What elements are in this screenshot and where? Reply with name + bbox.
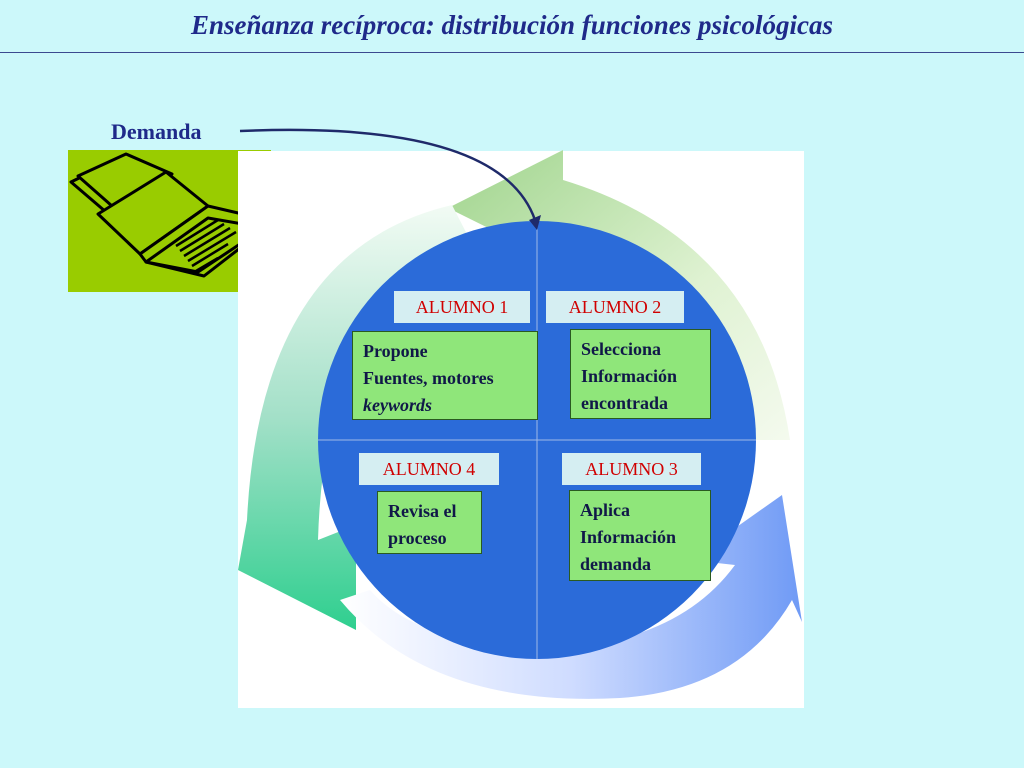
task-line: encontrada [581,393,668,413]
task-line: Aplica [580,500,631,520]
task-box-alumno-2: Selecciona Información encontrada [570,329,711,419]
demand-arrowhead [529,215,541,230]
task-line: Selecciona [581,339,661,359]
cycle-arrow-bottom [340,495,802,699]
role-label-alumno-2: ALUMNO 2 [546,291,684,323]
role-label-alumno-3: ALUMNO 3 [562,453,701,485]
task-line: keywords [363,395,432,415]
demand-arrow [239,128,537,221]
folder-document-icon [68,150,271,292]
slide-title: Enseñanza recíproca: distribución funcio… [190,10,834,40]
task-line: Información [580,527,676,547]
cycle-arrow-left [238,205,470,630]
title-divider [0,52,1024,53]
task-box-alumno-3: Aplica Información demanda [569,490,711,581]
task-line: proceso [388,528,447,548]
task-box-alumno-1: Propone Fuentes, motores keywords [352,331,538,420]
task-line: Revisa el [388,501,457,521]
task-line: Propone [363,341,428,361]
role-label-alumno-1: ALUMNO 1 [394,291,530,323]
demand-label: Demanda [111,119,202,144]
task-line: demanda [580,554,652,574]
role-label-alumno-4: ALUMNO 4 [359,453,499,485]
task-line: Fuentes, motores [363,368,494,388]
task-box-alumno-4: Revisa el proceso [377,491,482,554]
task-line: Información [581,366,677,386]
